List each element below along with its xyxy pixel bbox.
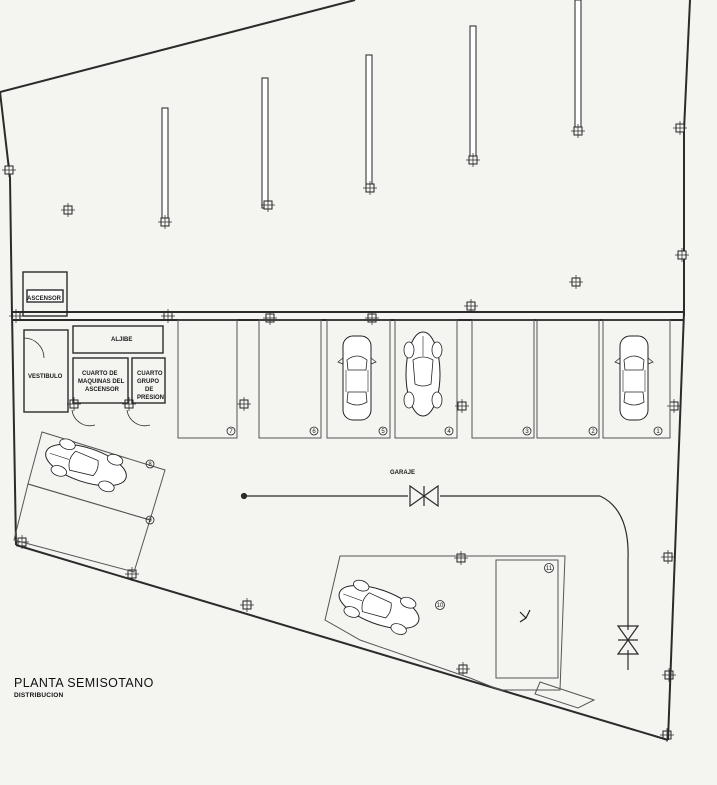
bay-number-1: 1 [656, 429, 660, 435]
parking-bays [13, 319, 671, 709]
bay-number-3: 3 [525, 429, 529, 435]
bay-number-5: 5 [381, 429, 385, 435]
bay-number-9: 9 [148, 518, 152, 524]
bay-number-11: 11 [546, 566, 553, 572]
label-grupo-4: PRESION [137, 395, 164, 401]
bay-11-marking [519, 609, 531, 623]
label-garaje: GARAJE [390, 470, 415, 476]
label-grupo-1: CUARTO [137, 371, 163, 377]
label-maquinas-3: ASCENSOR [85, 387, 120, 393]
plan-subtitle: DISTRIBUCION [14, 692, 64, 699]
label-grupo-2: GRUPO [137, 379, 159, 385]
plan-title: PLANTA SEMISOTANO [14, 676, 154, 690]
parking-numbers: 7 6 5 4 3 2 1 8 9 10 11 [145, 426, 663, 610]
label-ascensor: ASCENSOR [27, 296, 62, 302]
upper-zone-outline [0, 0, 691, 317]
label-grupo-3: DE [145, 387, 153, 393]
label-vestibulo: VESTIBULO [28, 374, 63, 380]
bay-number-7: 7 [229, 429, 233, 435]
bay-number-8: 8 [148, 462, 152, 468]
bay-number-4: 4 [447, 429, 451, 435]
bay-number-6: 6 [312, 429, 316, 435]
plan-caption: PLANTA SEMISOTANO DISTRIBUCION [14, 676, 154, 699]
label-aljibe: ALJIBE [111, 337, 132, 343]
label-maquinas-1: CUARTO DE [82, 371, 118, 377]
column-markers [1, 120, 690, 743]
upper-zone-piers [161, 0, 582, 224]
bay-number-2: 2 [591, 429, 595, 435]
circulation-path [240, 484, 640, 670]
label-maquinas-2: MAQUINAS DEL [78, 379, 125, 385]
bay-number-10: 10 [437, 603, 444, 609]
core-rooms [22, 271, 166, 427]
